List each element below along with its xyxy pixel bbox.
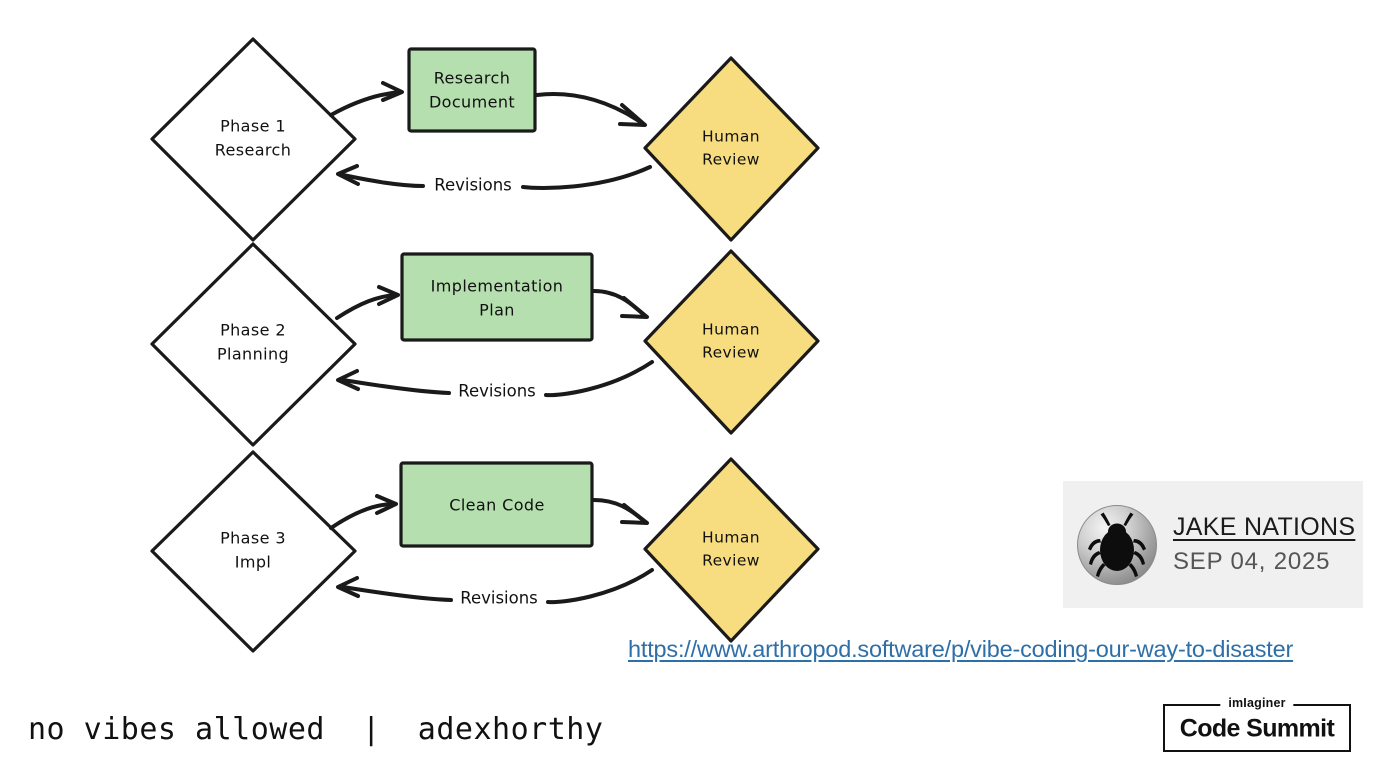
- artifact-3-label-line1: Clean Code: [449, 496, 544, 515]
- review-2-label-line2: Review: [702, 344, 760, 362]
- artifact-box-clean-code[interactable]: [399, 461, 594, 548]
- phase-1-diamond[interactable]: [150, 37, 357, 242]
- feedback-label-1: Revisions: [434, 176, 512, 195]
- phase-3-label-line2: Impl: [235, 553, 272, 572]
- feedback-label-3: Revisions: [460, 589, 538, 608]
- feedback-line-1-right: [521, 165, 652, 190]
- arrow-head-phase3-to-artifact: [375, 494, 398, 515]
- arrow-head-phase1-to-artifact: [381, 81, 404, 102]
- logo-brand-label: imIaginer: [1220, 696, 1294, 710]
- artifact-2-label-line1: Implementation: [431, 277, 564, 296]
- arrow-artifact-to-review-2: [592, 289, 646, 317]
- artifact-1-label-line2: Document: [429, 93, 515, 112]
- author-meta: JAKE NATIONS SEP 04, 2025: [1173, 513, 1355, 576]
- phase-2-diamond[interactable]: [150, 242, 357, 447]
- phase-1-label-line1: Phase 1: [220, 117, 286, 136]
- arrow-head-feedback-1: [336, 164, 360, 186]
- phase-3-diamond[interactable]: [150, 450, 357, 653]
- review-1-label-line1: Human: [702, 128, 760, 146]
- workflow-row-2: Phase 2 Planning Implementation Plan Hum…: [150, 242, 820, 447]
- review-3-label-line1: Human: [702, 529, 760, 547]
- arrow-phase1-to-artifact: [329, 90, 402, 117]
- feedback-line-3-left: [341, 585, 453, 602]
- feedback-line-3-right: [546, 568, 654, 605]
- artifact-box-research-document[interactable]: [407, 47, 537, 133]
- logo-name-label: Code Summit: [1179, 714, 1335, 743]
- arrow-head-artifact-to-review-3: [620, 503, 649, 525]
- human-review-diamond-1[interactable]: [643, 56, 820, 242]
- phase-2-label-line1: Phase 2: [220, 321, 286, 340]
- arrow-artifact-to-review-3: [592, 498, 646, 523]
- artifact-1-label-line1: Research: [434, 69, 511, 88]
- arrow-artifact-to-review-1: [535, 92, 644, 125]
- phase-1-label-line2: Research: [215, 141, 292, 160]
- arrow-head-feedback-3: [336, 576, 360, 598]
- author-card[interactable]: JAKE NATIONS SEP 04, 2025: [1063, 481, 1363, 608]
- beetle-icon: [1077, 504, 1157, 585]
- review-1-label-line2: Review: [702, 151, 760, 169]
- workflow-diagram: Phase 1 Research Research Document Human…: [150, 37, 820, 653]
- source-url-link[interactable]: https://www.arthropod.software/p/vibe-co…: [628, 636, 1294, 662]
- arrow-phase2-to-artifact: [335, 293, 398, 320]
- workflow-row-1: Phase 1 Research Research Document Human…: [150, 37, 820, 242]
- arrow-head-artifact-to-review-1: [618, 103, 647, 127]
- feedback-line-2-right: [544, 360, 654, 398]
- arrow-head-phase2-to-artifact: [377, 285, 400, 306]
- author-date: SEP 04, 2025: [1173, 548, 1331, 575]
- human-review-diamond-3[interactable]: [643, 457, 820, 643]
- human-review-diamond-2[interactable]: [643, 249, 820, 435]
- feedback-label-2: Revisions: [458, 382, 536, 401]
- feedback-line-2-left: [341, 378, 451, 395]
- author-name[interactable]: JAKE NATIONS: [1173, 513, 1356, 541]
- phase-3-label-line1: Phase 3: [220, 529, 286, 548]
- arrow-phase3-to-artifact: [329, 502, 396, 530]
- feedback-line-1-left: [341, 173, 425, 188]
- phase-2-label-line2: Planning: [217, 345, 289, 364]
- artifact-box-implementation-plan[interactable]: [400, 252, 594, 342]
- arrow-head-feedback-2: [336, 369, 360, 391]
- review-3-label-line2: Review: [702, 552, 760, 570]
- workflow-row-3: Phase 3 Impl Clean Code Human Review Rev…: [150, 450, 820, 653]
- artifact-2-label-line2: Plan: [479, 301, 515, 320]
- review-2-label-line1: Human: [702, 321, 760, 339]
- footer-caption: no vibes allowed | adexhorthy: [28, 712, 604, 747]
- code-summit-logo: imIaginer Code Summit: [1163, 696, 1351, 752]
- arrow-head-artifact-to-review-2: [620, 296, 649, 319]
